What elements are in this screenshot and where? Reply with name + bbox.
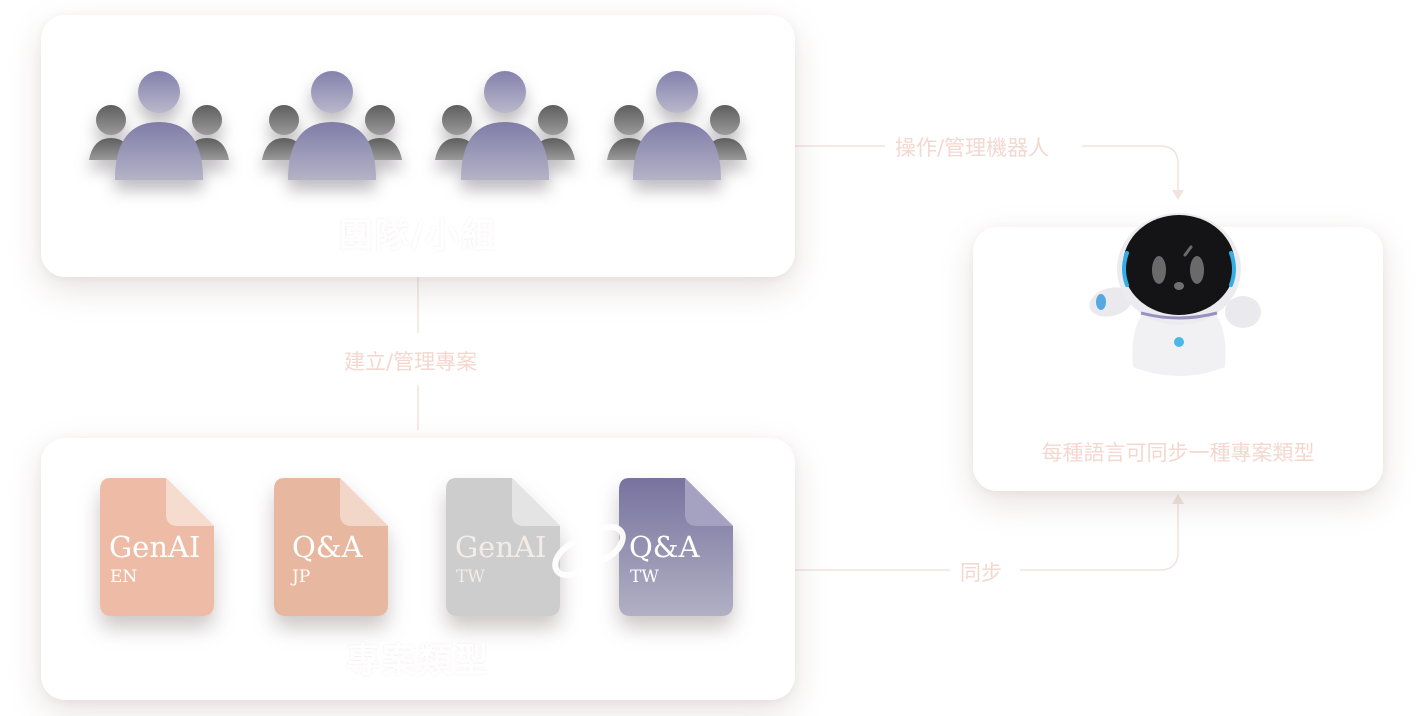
link-label-sync: 同步 bbox=[960, 561, 1002, 585]
document-name: GenAI bbox=[455, 530, 547, 564]
document-name: Q&A bbox=[292, 530, 363, 564]
document-name: GenAI bbox=[109, 530, 201, 564]
people-group-icon bbox=[89, 70, 229, 200]
people-group-icon bbox=[607, 70, 747, 200]
document-genai-tw: GenAI TW bbox=[446, 478, 560, 616]
projects-panel: GenAI EN Q&A JP GenAI TW Q&A bbox=[41, 438, 795, 700]
document-qa-jp: Q&A JP bbox=[274, 478, 388, 616]
robot-panel-caption: 每種語言可同步一種專案類型 bbox=[1041, 441, 1315, 465]
team-panel: 團隊/小組 bbox=[41, 15, 795, 277]
people-group-icon bbox=[262, 70, 402, 200]
link-chain-icon bbox=[552, 523, 626, 579]
document-icon bbox=[274, 478, 388, 616]
document-language: TW bbox=[456, 567, 485, 587]
people-group-icon bbox=[435, 70, 575, 200]
document-language: EN bbox=[110, 567, 138, 587]
document-name: Q&A bbox=[629, 530, 700, 564]
document-qa-tw: Q&A TW bbox=[619, 478, 733, 616]
link-label-create: 建立/管理專案 bbox=[344, 350, 478, 374]
link-label-operate: 操作/管理機器人 bbox=[895, 136, 1050, 160]
document-genai-en: GenAI EN bbox=[100, 478, 214, 616]
team-panel-title: 團隊/小組 bbox=[338, 216, 498, 256]
projects-panel-title: 專案類型 bbox=[346, 641, 490, 681]
document-icon bbox=[100, 478, 214, 616]
document-icon bbox=[446, 478, 560, 616]
document-icon bbox=[619, 478, 733, 616]
document-language: TW bbox=[630, 567, 659, 587]
robot-panel: 每種語言可同步一種專案類型 bbox=[973, 213, 1383, 491]
document-language: JP bbox=[292, 567, 311, 587]
robot-icon bbox=[1089, 213, 1261, 376]
